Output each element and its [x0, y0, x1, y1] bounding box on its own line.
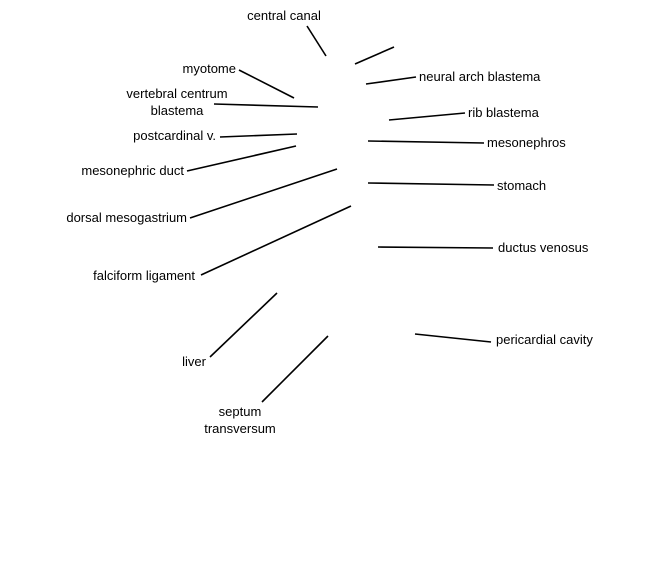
leader-pericardial: [414, 333, 492, 343]
label-dorsal-mesogastrium: dorsal mesogastrium: [66, 210, 187, 225]
label-rib-blastema: rib blastema: [468, 105, 540, 120]
label-vertebral-centrum-line2: blastema: [151, 103, 205, 118]
leader-dorsal-mesogastrium: [189, 168, 338, 219]
leader-mesonephric-duct: [186, 145, 297, 172]
leader-falciform: [200, 205, 352, 276]
leader-intergang-lion: [354, 46, 395, 65]
label-liver: liver: [182, 354, 207, 369]
leader-postcardinal: [219, 133, 298, 138]
label-stomach: stomach: [497, 178, 546, 193]
label-vertebral-centrum-line1: vertebral centrum: [126, 86, 227, 101]
label-myotome: myotome: [183, 61, 236, 76]
label-septum-transversum-line1: septum: [219, 404, 262, 419]
leader-vertebral-centrum: [213, 103, 319, 108]
leader-rib-blastema: [388, 112, 466, 121]
leader-mesonephros: [367, 140, 485, 144]
leader-myotome: [238, 69, 295, 99]
label-neural-arch-blastema: neural arch blastema: [419, 69, 541, 84]
label-ductus-venosus: ductus venosus: [498, 240, 589, 255]
leader-liver: [209, 292, 278, 358]
label-mesonephros: mesonephros: [487, 135, 566, 150]
leader-septum: [261, 335, 329, 403]
label-mesonephric-duct: mesonephric duct: [81, 163, 184, 178]
label-postcardinal-v: postcardinal v.: [133, 128, 216, 143]
leader-neural-arch: [365, 76, 417, 85]
label-septum-transversum-line2: transversum: [204, 421, 276, 436]
leader-central-canal: [306, 25, 327, 57]
label-central-canal: central canal: [247, 8, 321, 23]
leader-ductus-venosus: [377, 246, 494, 249]
leader-stomach: [367, 182, 495, 186]
label-pericardial-cavity: pericardial cavity: [496, 332, 593, 347]
label-falciform-ligament: falciform ligament: [93, 268, 195, 283]
